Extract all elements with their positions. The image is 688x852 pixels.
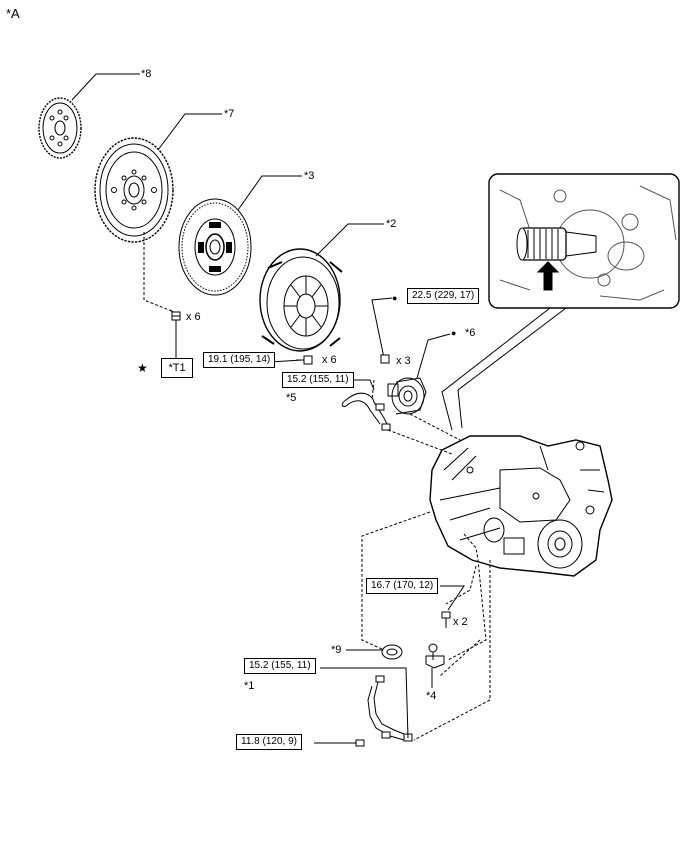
clutch-cover-part <box>259 248 343 352</box>
alignment-line-5 <box>361 511 431 651</box>
leader-2 <box>315 223 384 257</box>
torque-spec-15-2-lower: 15.2 (155, 11) <box>244 658 316 674</box>
leader-16-7 <box>440 585 465 611</box>
leader-3 <box>237 175 302 211</box>
clutch-disc-part <box>178 198 252 296</box>
drive-plate-part <box>38 97 82 159</box>
callout-8: *8 <box>141 68 152 80</box>
callout-6: *6 <box>465 327 476 339</box>
bracket-part <box>425 643 445 669</box>
tool-callout-t1: *T1 <box>161 358 193 378</box>
transaxle-assembly <box>429 435 613 577</box>
part-6-dot-marker: ● <box>451 328 457 338</box>
alignment-line-6 <box>447 533 487 661</box>
callout-4: *4 <box>426 690 437 702</box>
callout-7: *7 <box>224 108 235 120</box>
alignment-line-2 <box>371 379 375 401</box>
leader-15-2-upper <box>348 379 375 391</box>
torque-spec-11-8: 11.8 (120, 9) <box>236 734 302 750</box>
qty-flywheel-bolts: x 6 <box>186 311 201 323</box>
alignment-line-4 <box>409 413 461 441</box>
clutch-line-upper <box>341 392 391 431</box>
alignment-line-1 <box>143 232 175 313</box>
bracket-bolt <box>441 611 451 628</box>
figure-label: *A <box>6 6 20 21</box>
callout-5: *5 <box>286 392 297 404</box>
torque-spec-22-5: 22.5 (229, 17) <box>407 288 480 304</box>
torque-spec-15-2-upper: 15.2 (155, 11) <box>282 372 354 388</box>
clutch-line-lower <box>367 675 413 742</box>
qty-cover-bolts: x 6 <box>322 354 337 366</box>
torque-spec-16-7: 16.7 (170, 12) <box>366 578 439 594</box>
torque-spec-19-1: 19.1 (195, 14) <box>203 352 276 368</box>
torque-dot-marker: ● <box>392 293 398 303</box>
callout-2: *2 <box>386 218 397 230</box>
inset-pointer <box>441 307 551 431</box>
grommet-part <box>381 644 403 660</box>
alignment-line-7 <box>413 560 491 741</box>
inset-detail-view <box>488 173 680 309</box>
callout-9: *9 <box>331 644 342 656</box>
leader-19-1 <box>269 359 303 363</box>
callout-1: *1 <box>244 680 255 692</box>
qty-bracket-bolts: x 2 <box>453 616 468 628</box>
release-cylinder-part <box>387 377 427 415</box>
flywheel-part <box>94 137 174 243</box>
callout-3: *3 <box>304 170 315 182</box>
star-marker: ★ <box>137 361 148 375</box>
flywheel-bolt <box>169 309 181 321</box>
leader-7 <box>157 113 222 151</box>
leader-22-5 <box>371 297 393 359</box>
leader-6 <box>416 333 451 379</box>
bearing-bolt <box>380 354 390 364</box>
leader-15-2-lower <box>320 667 409 739</box>
qty-bearing-bolts: x 3 <box>396 355 411 367</box>
lower-bolt <box>355 739 365 747</box>
leader-8 <box>71 73 140 101</box>
